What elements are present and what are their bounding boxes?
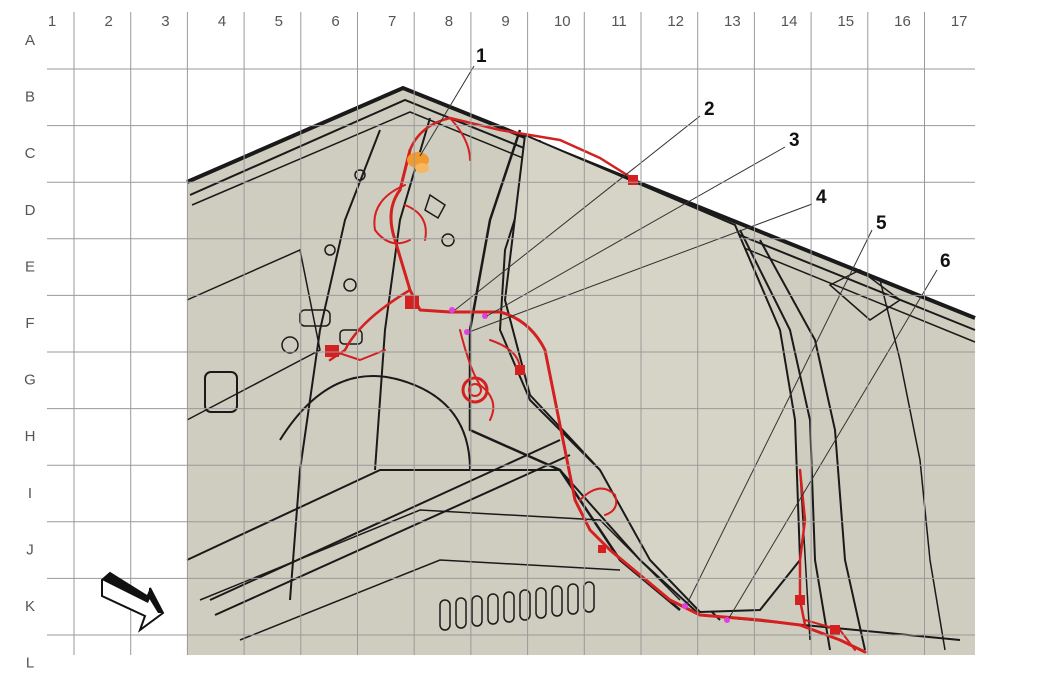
- column-label: 16: [894, 13, 911, 30]
- row-label: L: [26, 655, 34, 672]
- row-labels: A B C D E F G H I J K L: [24, 32, 36, 672]
- harness-coil: [461, 376, 489, 404]
- column-label: 8: [445, 13, 453, 30]
- column-label: 4: [218, 13, 226, 30]
- column-label: 12: [667, 13, 684, 30]
- d-pillar: [739, 229, 831, 651]
- row-label: F: [25, 315, 34, 332]
- callout-1: 1: [476, 46, 487, 67]
- row-label: B: [25, 89, 35, 106]
- column-label: 10: [554, 13, 571, 30]
- column-label: 17: [951, 13, 968, 30]
- column-label: 7: [388, 13, 396, 30]
- callouts: 1 2 3 4 5 6: [476, 46, 951, 272]
- callout-4: 4: [816, 187, 827, 208]
- column-label: 15: [837, 13, 854, 30]
- callout-5: 5: [876, 213, 887, 234]
- row-label: H: [25, 428, 36, 445]
- roof-rail: [186, 85, 976, 320]
- column-label: 2: [105, 13, 113, 30]
- column-label: 14: [781, 13, 798, 30]
- row-label: G: [24, 372, 36, 389]
- row-label: I: [28, 485, 32, 502]
- b-pillar: [289, 129, 381, 601]
- column-label: 13: [724, 13, 741, 30]
- column-label: 11: [611, 13, 627, 30]
- row-label: J: [26, 541, 34, 558]
- row-label: D: [25, 202, 36, 219]
- connector-points: [449, 307, 730, 623]
- callout-6: 6: [940, 251, 951, 272]
- row-label: E: [25, 258, 35, 275]
- column-label: 3: [161, 13, 169, 30]
- orientation-arrow-icon: [101, 571, 165, 633]
- column-label: 9: [501, 13, 509, 30]
- row-label: C: [25, 145, 36, 162]
- vehicle-body: [186, 85, 976, 655]
- harness-main-trunk: [389, 148, 867, 654]
- wheel-arch: [279, 375, 471, 471]
- rear-window-opening: [503, 133, 802, 614]
- callout-2: 2: [704, 99, 715, 120]
- grid-lines: [47, 12, 975, 655]
- callout-leaders: [419, 65, 938, 619]
- wiring-harness: [325, 116, 867, 654]
- column-label: 1: [48, 13, 56, 30]
- column-label: 6: [331, 13, 339, 30]
- row-label: A: [25, 32, 35, 49]
- column-label: 5: [275, 13, 283, 30]
- row-label: K: [25, 598, 35, 615]
- callout-3: 3: [789, 130, 800, 151]
